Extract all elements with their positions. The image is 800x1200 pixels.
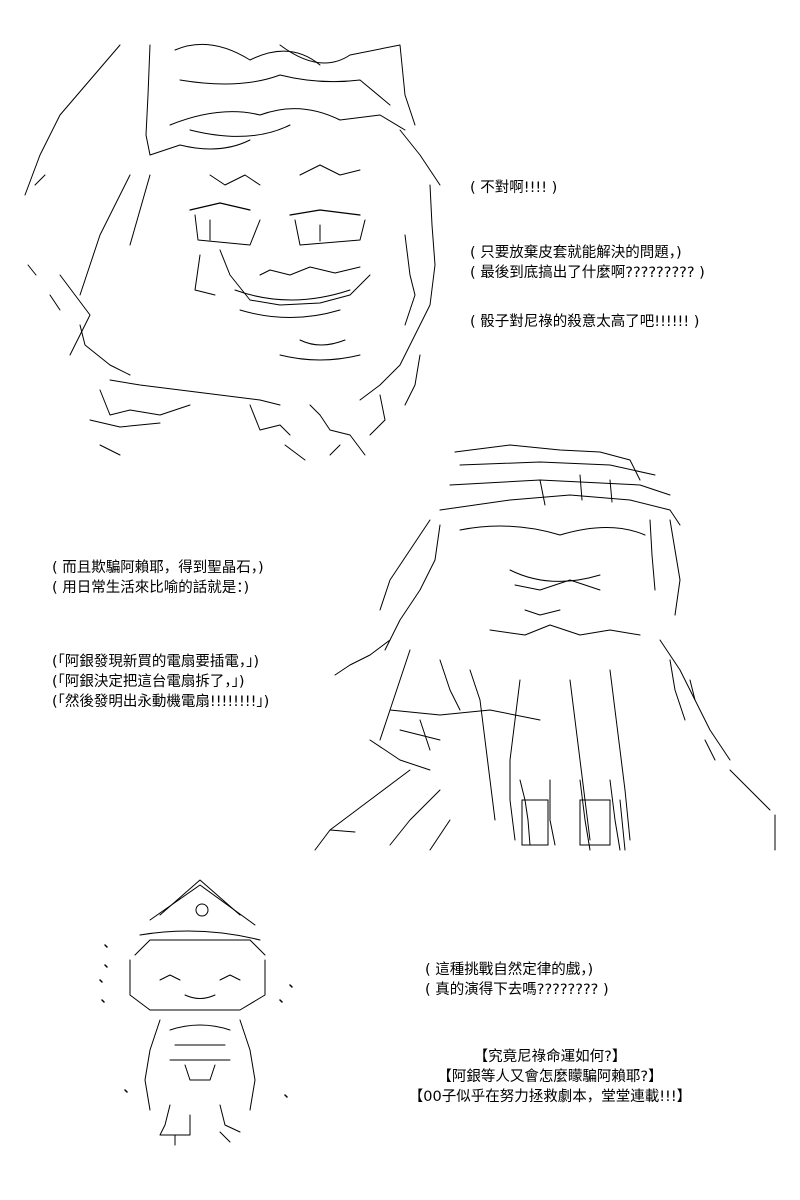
caption-5: (「阿銀發現新買的電扇要插電，」) (「阿銀決定把這台電扇拆了，」) (「然後發… <box>52 652 269 712</box>
caption-2: ( 只要放棄皮套就能解決的問題，) ( 最後到底搞出了什麼啊????????? … <box>470 243 705 283</box>
caption-line: ( 用日常生活來比喻的話就是：) <box>52 580 250 596</box>
caption-4: ( 而且欺騙阿賴耶，得到聖晶石，) ( 用日常生活來比喻的話就是：) <box>52 558 264 598</box>
caption-line: (「然後發明出永動機電扇!!!!!!!!」) <box>52 694 270 710</box>
caption-line: ( 這種挑戰自然定律的戲，) <box>425 962 594 978</box>
caption-line: 【阿銀等人又會怎麼矇騙阿賴耶?】 <box>437 1069 663 1085</box>
caption-line: ( 只要放棄皮套就能解決的問題，) <box>470 245 682 261</box>
caption-1: ( 不對啊!!!! ) <box>470 178 557 198</box>
caption-line: ( 不對啊!!!! ) <box>470 180 558 196</box>
caption-line: ( 最後到底搞出了什麼啊????????? ) <box>470 265 705 281</box>
aa-art-standing <box>310 440 790 860</box>
caption-line: 【00子似乎在努力拯救劇本，堂堂連載!!!】 <box>408 1089 692 1105</box>
caption-line: (「阿銀發現新買的電扇要插電，」) <box>52 654 260 670</box>
caption-6: ( 這種挑戰自然定律的戲，) ( 真的演得下去嗎???????? ) <box>425 960 609 1000</box>
caption-7: 【究竟尼祿命運如何?】 【阿銀等人又會怎麼矇騙阿賴耶?】 【00子似乎在努力拯救… <box>360 1047 740 1107</box>
caption-line: (「阿銀決定把這台電扇拆了，」) <box>52 674 245 690</box>
caption-line: ( 而且欺騙阿賴耶，得到聖晶石，) <box>52 560 264 576</box>
aa-art-face <box>20 35 460 465</box>
caption-line: ( 骰子對尼祿的殺意太高了吧!!!!!! ) <box>470 314 700 330</box>
caption-line: ( 真的演得下去嗎???????? ) <box>425 982 609 998</box>
aa-art-mascot <box>90 870 320 1150</box>
caption-line: 【究竟尼祿命運如何?】 <box>473 1049 627 1065</box>
caption-3: ( 骰子對尼祿的殺意太高了吧!!!!!! ) <box>470 312 699 332</box>
